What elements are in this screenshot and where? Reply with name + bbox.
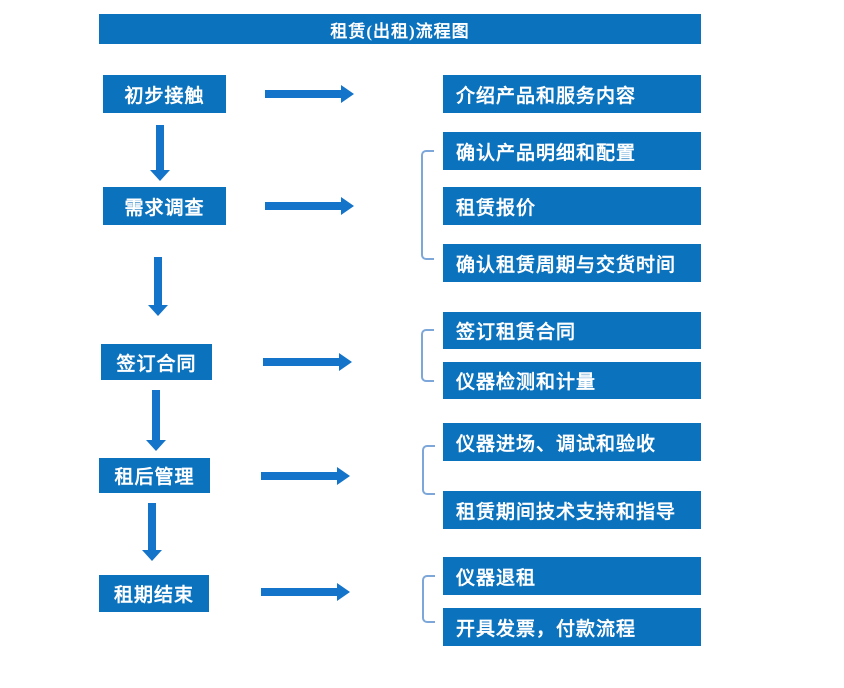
step-box-initial-contact: 初步接触 xyxy=(103,75,226,113)
down-arrow-2 xyxy=(148,257,168,316)
group-bracket-post-rental xyxy=(422,445,435,495)
right-arrow-3 xyxy=(263,353,352,371)
flowchart-title: 租赁(出租)流程图 xyxy=(99,14,701,44)
down-arrow-3 xyxy=(146,390,166,451)
output-box-confirm-details: 确认产品明细和配置 xyxy=(443,132,701,170)
output-box-instrument-arrival: 仪器进场、调试和验收 xyxy=(443,423,701,461)
right-arrow-5 xyxy=(261,583,350,601)
step-box-rental-end: 租期结束 xyxy=(99,575,209,612)
down-arrow-1 xyxy=(150,125,170,181)
right-arrow-1 xyxy=(265,85,354,103)
output-box-tech-support: 租赁期间技术支持和指导 xyxy=(443,491,701,529)
group-bracket-sign-contract xyxy=(421,329,434,382)
output-box-instrument-testing: 仪器检测和计量 xyxy=(443,362,701,399)
group-bracket-demand-survey xyxy=(421,150,434,260)
group-bracket-rental-end xyxy=(422,575,435,623)
output-box-instrument-return: 仪器退租 xyxy=(443,557,701,595)
right-arrow-2 xyxy=(265,197,354,215)
down-arrow-4 xyxy=(142,503,162,561)
step-box-demand-survey: 需求调查 xyxy=(103,187,226,225)
step-box-post-rental: 租后管理 xyxy=(99,458,210,493)
right-arrow-4 xyxy=(261,467,350,485)
output-box-confirm-period: 确认租赁周期与交货时间 xyxy=(443,244,701,282)
output-box-sign-rental-contract: 签订租赁合同 xyxy=(443,312,701,349)
step-box-sign-contract: 签订合同 xyxy=(101,344,212,380)
output-box-rental-quote: 租赁报价 xyxy=(443,187,701,225)
output-box-invoice-payment: 开具发票，付款流程 xyxy=(443,608,701,646)
output-box-introduce-products: 介绍产品和服务内容 xyxy=(443,75,701,113)
